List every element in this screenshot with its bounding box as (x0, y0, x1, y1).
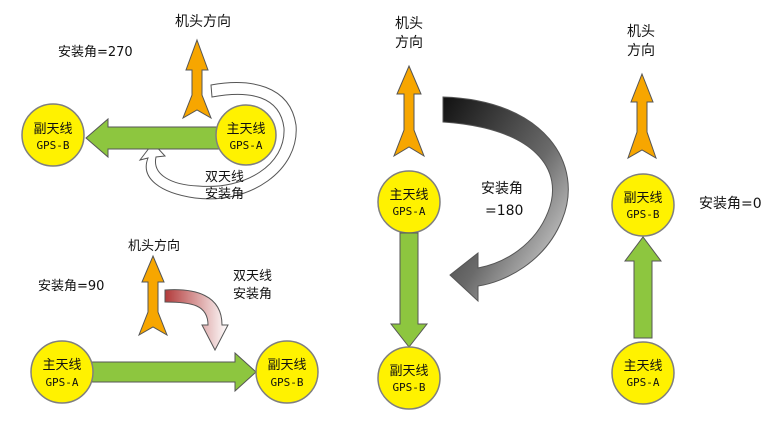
slave-antenna-270 (21, 103, 85, 167)
heading-label-180-line1: 机头 (395, 16, 423, 32)
panel-90: 机头方向 安装角=90 双天线 安装角 主天线 GPS-A 副天线 GPS-B (30, 238, 319, 404)
antenna-arrow-90 (91, 351, 257, 393)
panel-0: 机头 方向 副天线 GPS-B 安装角=0 主天线 GPS-A (611, 24, 762, 405)
master-antenna-180-line1: 主天线 (389, 188, 428, 203)
master-antenna-270 (215, 104, 277, 166)
heading-label-0-line2: 方向 (627, 43, 655, 59)
master-antenna-0-line2: GPS-A (626, 376, 659, 389)
heading-arrow-90 (138, 254, 168, 337)
antenna-arrow-0 (624, 236, 662, 339)
master-antenna-0 (611, 341, 675, 405)
angle-label-270: 安装角=270 (58, 45, 133, 60)
heading-label-270: 机头方向 (175, 14, 231, 30)
slave-antenna-180-line1: 副天线 (389, 364, 428, 379)
rotation-label-270-line2: 安装角 (205, 187, 244, 202)
master-antenna-90-line2: GPS-A (45, 376, 78, 389)
slave-antenna-0-line2: GPS-B (626, 208, 659, 221)
angle-label-180-line2: =180 (485, 203, 523, 219)
panel-180: 机头 方向 主天线 GPS-A 副天线 GPS-B 安装角 =180 (377, 16, 569, 410)
heading-label-0-line1: 机头 (627, 24, 655, 40)
slave-antenna-270-line1: 副天线 (33, 122, 72, 137)
angle-label-90: 安装角=90 (38, 279, 104, 294)
slave-antenna-180 (377, 346, 441, 410)
heading-label-180-line2: 方向 (395, 35, 423, 51)
master-antenna-270-line1: 主天线 (226, 122, 265, 137)
master-antenna-180-line2: GPS-A (392, 205, 425, 218)
rotation-arrow-180 (442, 96, 569, 303)
rotation-label-90-line2: 安装角 (233, 287, 272, 302)
rotation-label-270-line1: 双天线 (205, 170, 244, 185)
heading-arrow-270 (182, 38, 212, 120)
master-antenna-90 (30, 340, 94, 404)
panel-270: 机头方向 安装角=270 主天线 GPS-A 副天线 GPS-B 双天线 安装角 (21, 14, 297, 202)
antenna-arrow-270 (85, 117, 221, 159)
angle-label-180-line1: 安装角 (481, 181, 523, 197)
slave-antenna-0 (611, 173, 675, 237)
slave-antenna-270-line2: GPS-B (36, 139, 69, 152)
heading-label-90: 机头方向 (128, 238, 180, 254)
slave-antenna-90-line2: GPS-B (270, 376, 303, 389)
master-antenna-270-line2: GPS-A (229, 139, 262, 152)
master-antenna-0-line1: 主天线 (623, 359, 662, 374)
rotation-arrow-270 (138, 82, 297, 200)
heading-arrow-0 (627, 72, 657, 160)
antenna-arrow-180 (389, 232, 429, 348)
rotation-label-90-line1: 双天线 (233, 269, 272, 284)
rotation-arrow-90 (164, 289, 229, 352)
slave-antenna-90 (255, 340, 319, 404)
slave-antenna-90-line1: 副天线 (267, 358, 306, 373)
heading-arrow-180 (393, 64, 425, 158)
slave-antenna-0-line1: 副天线 (623, 191, 662, 206)
master-antenna-90-line1: 主天线 (42, 358, 81, 373)
slave-antenna-180-line2: GPS-B (392, 381, 425, 394)
angle-label-0: 安装角=0 (699, 196, 762, 212)
